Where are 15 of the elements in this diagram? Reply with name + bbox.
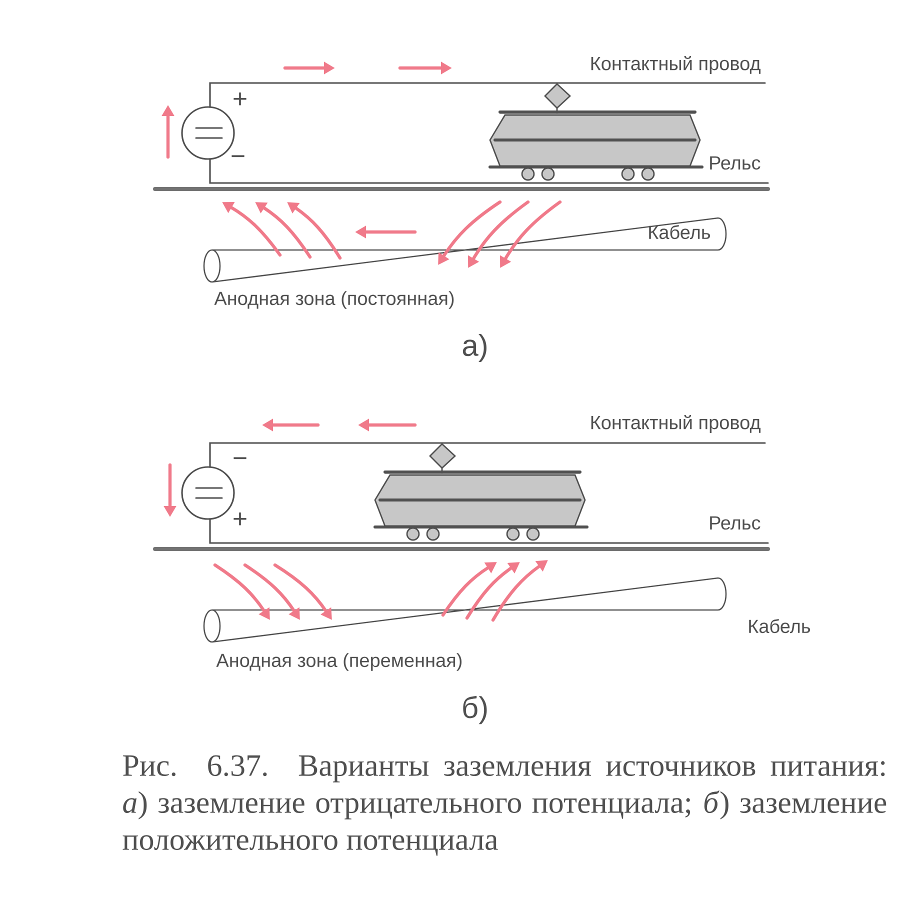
polarity-sign: − (234, 457, 246, 460)
polarity-sign: + (234, 92, 246, 106)
part-label: Контактный провод (591, 56, 760, 74)
caption: Рис. 6.37. Варианты заземления источников питания: а) заземление отрицательного потенциала; б) заземление положительного потенциала (122, 755, 886, 856)
panel-label: б) (463, 696, 487, 724)
part-label: Кабель (749, 618, 810, 634)
polarity-sign: − (232, 155, 244, 158)
part-label: Анодная зона (переменная) (216, 653, 462, 671)
part-label: Рельс (710, 516, 760, 530)
part-label: Контактный провод (591, 415, 760, 434)
panel-label: а) (462, 334, 486, 362)
part-label: Анодная зона (постоянная) (214, 291, 454, 309)
part-label: Кабель (649, 224, 710, 240)
part-label: Рельс (710, 156, 760, 170)
polarity-sign: + (234, 512, 246, 526)
